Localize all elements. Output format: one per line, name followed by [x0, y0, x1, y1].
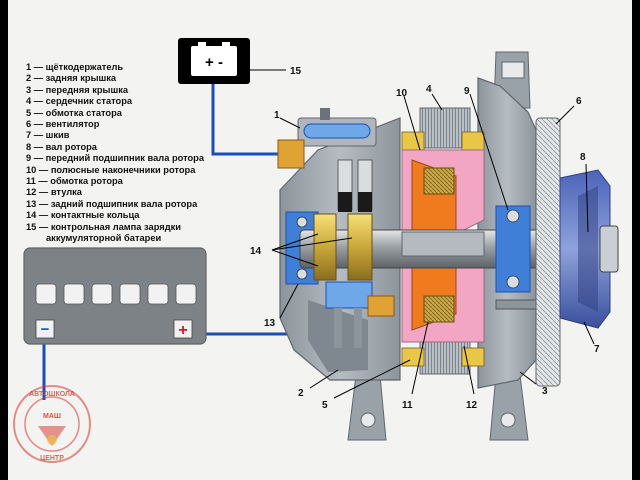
sleeve	[401, 231, 485, 257]
legend-item: 13 — задний подшипник вала ротора	[26, 198, 198, 209]
callout-3: 3	[542, 386, 548, 397]
callout-13: 13	[264, 318, 276, 329]
legend-item: 6 — вентилятор	[26, 119, 100, 130]
front-bearing	[495, 205, 531, 293]
lamp-wire	[211, 84, 278, 156]
callout-12: 12	[466, 400, 478, 411]
rear-bearing	[296, 216, 308, 280]
callout-5: 5	[322, 400, 328, 411]
logo-top-text: АВТОШКОЛА	[29, 391, 75, 398]
callouts: 1 2 3 4 5 6 7 8 9 10	[250, 66, 600, 411]
callout-15: 15	[290, 66, 302, 77]
shaft-nut	[599, 225, 619, 273]
legend-item: 12 — втулка	[26, 187, 82, 198]
callout-4: 4	[426, 84, 432, 95]
legend-item: 1 — щёткодержатель	[26, 62, 124, 72]
diagram-canvas: + -	[8, 0, 632, 480]
rotor-winding-lower	[423, 295, 455, 323]
callout-7: 7	[594, 344, 600, 355]
callout-9: 9	[464, 86, 470, 97]
driving-school-logo: АВТОШКОЛА МАШ ЦЕНТР	[13, 385, 91, 463]
slip-rings	[313, 213, 373, 281]
callout-14: 14	[250, 246, 262, 257]
callout-8: 8	[580, 152, 586, 163]
legend-item: 14 — контактные кольца	[26, 210, 140, 221]
legend-item: 5 — обмотка статора	[26, 107, 122, 118]
alternator-diagram: + -	[13, 38, 619, 463]
fan	[535, 117, 561, 387]
positive-terminal: +	[173, 319, 193, 339]
stator-winding-top-left	[401, 131, 425, 151]
lamp-battery-symbol: + -	[205, 54, 223, 71]
parts-legend: 1 — щёткодержатель 2 — задняя крышка 3 —…	[26, 62, 204, 245]
battery-cell-caps	[35, 283, 197, 305]
legend-item: 8 — вал ротора	[26, 141, 97, 152]
regulator-assembly	[325, 281, 395, 348]
pulley-groove	[578, 186, 598, 312]
brush-holder	[277, 108, 377, 212]
legend-item: 10 — полюсные наконечники ротора	[26, 164, 196, 175]
legend-item-continuation: аккумуляторной батареи	[46, 233, 162, 244]
callout-11: 11	[402, 400, 413, 411]
negative-terminal-sign: −	[41, 321, 50, 338]
legend-item: 11 — обмотка ротора	[26, 176, 123, 187]
rotor-winding-upper	[423, 167, 455, 195]
legend-item: 2 — задняя крышка	[26, 73, 117, 84]
through-bolt	[495, 299, 543, 310]
legend-item: 15 — контрольная лампа зарядки	[26, 221, 181, 232]
legend-item: 4 — сердечник статора	[26, 96, 133, 107]
callout-1: 1	[274, 110, 280, 121]
stator-winding-top-right	[461, 131, 485, 151]
legend-item: 9 — передний подшипник вала ротора	[26, 153, 205, 164]
logo-bottom-text: ЦЕНТР	[40, 455, 64, 462]
legend-item: 3 — передняя крышка	[26, 84, 129, 95]
callout-6: 6	[576, 96, 582, 107]
positive-terminal-sign: +	[178, 322, 187, 339]
negative-terminal: −	[35, 319, 55, 339]
legend-item: 7 — шкив	[26, 130, 70, 141]
charge-warning-lamp: + -	[178, 38, 250, 84]
logo-main-text: МАШ	[43, 413, 61, 420]
callout-2: 2	[298, 388, 304, 399]
battery: − +	[23, 247, 207, 345]
callout-10: 10	[396, 88, 408, 99]
